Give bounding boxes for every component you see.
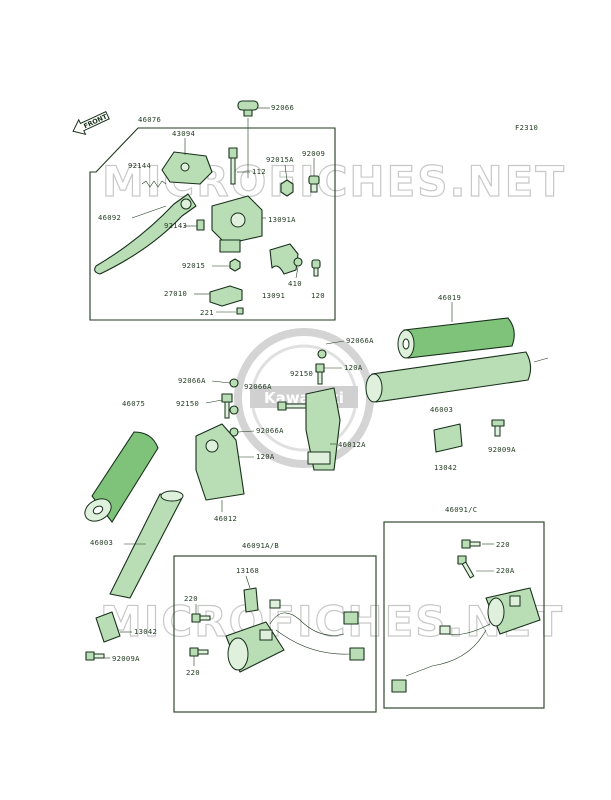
part-left-switch-wiring (269, 599, 365, 661)
label-46092: 46092 (98, 213, 121, 222)
label-92066: 92066 (271, 103, 294, 112)
group-label-right-switch: 46091/C (445, 505, 477, 514)
part-46003-handlebar-left (109, 490, 184, 599)
part-right-switch-housing (485, 587, 541, 635)
label-13042-right: 13042 (434, 463, 457, 472)
label-43094: 43094 (172, 129, 195, 138)
label-120A-left: 120A (256, 452, 275, 461)
part-46075-grip-left (84, 431, 159, 523)
part-92066A-cap-left-2 (229, 405, 239, 415)
part-13168-switch (243, 587, 259, 613)
part-220-screw-right-1 (461, 539, 481, 549)
part-410-washer (293, 257, 303, 267)
label-92066A-left-2: 92066A (244, 382, 272, 391)
part-220-screw-left-2 (189, 647, 209, 657)
part-92150-bolt-left (221, 393, 233, 419)
label-13042-left: 13042 (134, 627, 157, 636)
part-46012-holder-left (195, 423, 245, 501)
label-13168: 13168 (236, 566, 259, 575)
part-221-screw (236, 307, 244, 315)
label-46019: 46019 (438, 293, 461, 302)
front-arrow-label: FRONT (82, 112, 108, 130)
part-right-switch-wiring (391, 623, 491, 693)
label-120: 120 (311, 291, 325, 300)
part-92066-cap (237, 100, 259, 117)
part-92066A-cap-left-1 (229, 378, 239, 388)
label-112: 112 (252, 167, 266, 176)
part-92009A-bolt-left (85, 651, 105, 661)
label-92009A-left: 92009A (112, 654, 140, 663)
label-92066A-right-top: 92066A (346, 336, 374, 345)
left-switch-group-box (173, 555, 377, 713)
label-92150-left: 92150 (176, 399, 199, 408)
label-220A: 220A (496, 566, 515, 575)
part-13091-clamp (269, 243, 299, 275)
label-46012: 46012 (214, 514, 237, 523)
part-46092-lever (94, 193, 197, 275)
part-master-cylinder (211, 195, 263, 253)
part-13042-weight-right (433, 423, 463, 453)
part-120-screw (311, 259, 321, 277)
front-arrow-icon: FRONT (72, 110, 110, 136)
label-92009A-right: 92009A (488, 445, 516, 454)
label-220-right: 220 (496, 540, 510, 549)
part-92015A-nut (280, 179, 294, 197)
label-92144: 92144 (128, 161, 151, 170)
label-92143: 92143 (164, 221, 187, 230)
part-92009A-bolt-right (491, 419, 505, 437)
part-92066A-cap-right (317, 349, 327, 359)
clutch-lever-group-box (89, 127, 336, 321)
label-92066A-left-3: 92066A (256, 426, 284, 435)
part-92015-nut (229, 258, 241, 272)
part-46003-handlebar-right (365, 351, 532, 403)
part-43094-cover (161, 151, 213, 185)
part-112-bolt (228, 147, 238, 185)
label-46003-left: 46003 (90, 538, 113, 547)
label-120A-right: 120A (344, 363, 363, 372)
part-13042-weight-left (95, 611, 121, 643)
part-left-switch-housing (225, 621, 285, 673)
part-46019-grip-right (397, 317, 515, 359)
part-92009-screw (308, 175, 320, 193)
label-92009: 92009 (302, 149, 325, 158)
part-46012A-holder-right (305, 387, 341, 471)
label-221: 221 (200, 308, 214, 317)
watermark-text-bottom: MICROFICHES.NET (100, 597, 564, 646)
label-92015A: 92015A (266, 155, 294, 164)
label-46003-right: 46003 (430, 405, 453, 414)
label-92150-right: 92150 (290, 369, 313, 378)
part-27010-switch (209, 285, 243, 307)
label-220-left-1: 220 (184, 594, 198, 603)
label-220-left-2: 220 (186, 668, 200, 677)
label-46075: 46075 (122, 399, 145, 408)
label-13091: 13091 (262, 291, 285, 300)
watermark: MICROFICHES.NET MICROFICHES.NET (99, 156, 564, 646)
label-27010: 27010 (164, 289, 187, 298)
label-46012A: 46012A (338, 440, 366, 449)
group-label-left-switch: 46091A/B (242, 541, 279, 550)
part-220A-screw-right (457, 555, 475, 579)
label-13091A: 13091A (268, 215, 296, 224)
label-92015: 92015 (182, 261, 205, 270)
label-92066A-left-1: 92066A (178, 376, 206, 385)
label-410: 410 (288, 279, 302, 288)
right-switch-group-box (383, 521, 545, 709)
part-120A-screw-right (315, 363, 325, 385)
part-92144-spring (141, 180, 167, 188)
part-92143-pin (196, 219, 205, 231)
page-code: F2310 (515, 123, 538, 132)
group-label-clutch-lever: 46076 (138, 115, 161, 124)
